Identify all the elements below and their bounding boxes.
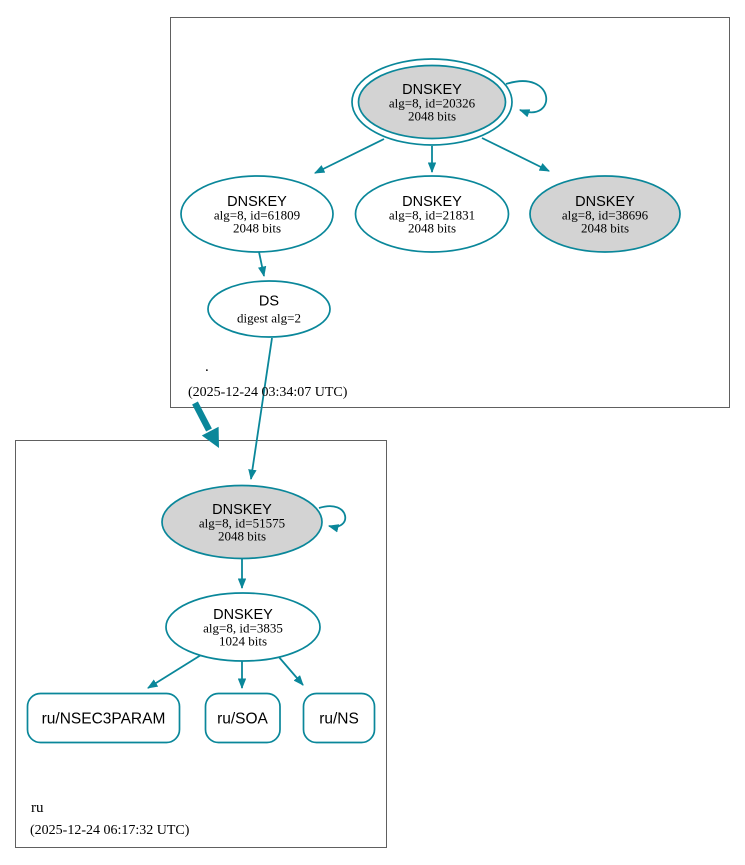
node-ds-detail: digest alg=2 [237,311,301,326]
node-dnskey-51575-detail: alg=8, id=51575 [199,516,285,531]
node-dnskey-21831-bits: 2048 bits [408,221,456,236]
node-rrset-ns[interactable]: ru/NS [302,692,376,744]
node-rrset-ns-shape[interactable] [302,692,376,744]
node-dnskey-51575-shape[interactable] [161,484,323,560]
node-dnskey-61809-detail: alg=8, id=61809 [214,208,300,223]
node-rrset-soa-shape[interactable] [204,692,281,744]
edge-dnskey61809-to-ds [257,251,267,278]
node-dnskey-38696-detail: alg=8, id=38696 [562,208,649,223]
node-dnskey-61809-shape[interactable] [180,175,334,253]
node-ds-shape[interactable] [207,280,331,338]
node-rrset-nsec3param[interactable]: ru/NSEC3PARAM [26,692,181,744]
node-dnskey-61809[interactable]: DNSKEY alg=8, id=61809 2048 bits [180,175,334,253]
node-dnskey-21831-title: DNSKEY [402,194,462,210]
node-dnskey-3835-title: DNSKEY [213,607,273,623]
node-dnskey-3835[interactable]: DNSKEY alg=8, id=3835 1024 bits [165,592,321,662]
node-dnskey-20326-bits: 2048 bits [408,109,456,124]
edge-dnskey20326-selfloop [505,80,548,118]
node-dnskey-21831-shape[interactable] [354,175,510,253]
edge-dnskey20326-to-dnskey61809 [314,138,385,174]
node-dnskey-20326-title: DNSKEY [402,82,462,98]
node-rrset-soa-label: ru/SOA [217,711,268,728]
edge-ds-to-dnskey51575 [248,337,273,481]
zone-delegation-arrow-shaft [192,401,212,432]
node-rrset-nsec3param-label: ru/NSEC3PARAM [42,711,166,728]
edge-dnskey51575-selfloop [318,505,346,533]
node-dnskey-61809-title: DNSKEY [227,194,287,210]
node-dnskey-20326-detail: alg=8, id=20326 [389,96,476,111]
node-dnskey-21831-detail: alg=8, id=21831 [389,208,475,223]
node-dnskey-38696[interactable]: DNSKEY alg=8, id=38696 2048 bits [529,175,681,253]
node-dnskey-51575[interactable]: DNSKEY alg=8, id=51575 2048 bits [161,484,323,560]
node-dnskey-38696-title: DNSKEY [575,194,635,210]
zone-name-root: . [205,359,209,375]
node-dnskey-20326-shape[interactable] [357,64,507,140]
node-ds[interactable]: DS digest alg=2 [207,280,331,338]
node-dnskey-3835-bits: 1024 bits [219,634,267,649]
node-rrset-ns-label: ru/NS [319,711,359,728]
edge-dnskey3835-to-nsec3param [147,654,202,689]
node-ds-title: DS [259,294,279,310]
node-dnskey-38696-shape[interactable] [529,175,681,253]
edge-dnskey3835-to-ns [277,655,304,686]
zone-timestamp-ru: (2025-12-24 06:17:32 UTC) [30,823,190,838]
node-dnskey-3835-shape[interactable] [165,592,321,662]
node-dnskey-61809-bits: 2048 bits [233,221,281,236]
node-dnskey-51575-title: DNSKEY [212,502,272,518]
zone-name-ru: ru [31,800,44,816]
node-dnskey-21831[interactable]: DNSKEY alg=8, id=21831 2048 bits [354,175,510,253]
node-dnskey-51575-bits: 2048 bits [218,529,266,544]
node-dnskey-3835-detail: alg=8, id=3835 [203,621,283,636]
zone-timestamp-root: (2025-12-24 03:34:07 UTC) [188,385,348,400]
node-dnskey-38696-bits: 2048 bits [581,221,629,236]
zone-delegation-arrowhead-icon [201,426,219,448]
edge-dnskey20326-to-dnskey38696 [481,137,550,172]
node-rrset-nsec3param-shape[interactable] [26,692,181,744]
node-rrset-soa[interactable]: ru/SOA [204,692,281,744]
node-dnskey-20326[interactable]: DNSKEY alg=8, id=20326 2048 bits [351,58,513,146]
